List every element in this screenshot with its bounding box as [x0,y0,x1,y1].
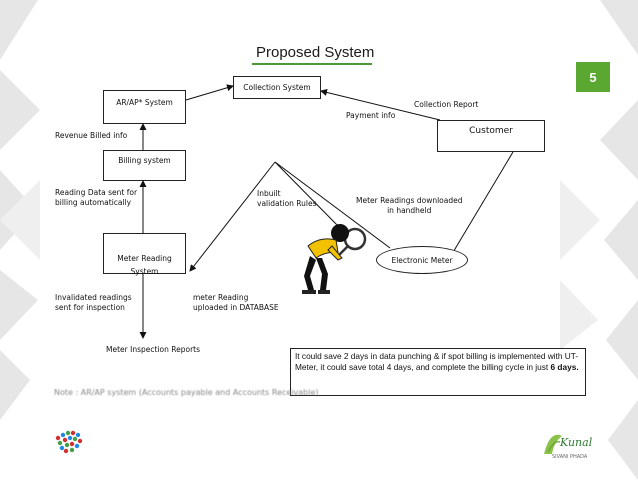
arrow-arap-to-collection [185,84,234,101]
line-customer-to-inspector [274,161,391,249]
meter-reading-system-box: Meter Reading System [103,233,186,276]
footnote: Note : AR/AP system (Accounts payable an… [54,388,319,397]
savings-callout: It could save 2 days in data punching & … [290,348,586,396]
line-meter-to-customer [451,151,514,255]
callout-emphasis: 6 days. [550,361,579,372]
customer-label: Customer [469,126,513,136]
right-logo-subtext: SIVANI PHADA [552,454,588,460]
label-invalidated-readings: Invalidated readings sent for inspection [55,293,132,312]
title-underline [252,63,372,65]
arrow-validation-to-meterreading [189,161,276,272]
right-logo-wordmark: Kunal [559,436,593,449]
label-payment-info: Payment info [346,111,396,120]
label-collection-report: Collection Report [414,100,479,109]
electronic-meter-label: Electronic Meter [391,256,453,265]
label-meter-reading-uploaded: meter Reading uploaded in DATABASE [193,293,279,312]
right-logo-icon: Kunal [544,434,593,454]
billing-system-label: Billing system [118,156,171,165]
customer-box: Customer [437,120,545,152]
arap-system-box: AR/AP* System [103,90,186,124]
label-revenue-billed: Revenue Billed info [55,131,128,140]
meter-reading-system-label: Meter Reading System [117,254,172,276]
arap-system-label: AR/AP* System [116,98,173,107]
label-inspection-reports: Meter Inspection Reports [106,345,200,354]
inspector-figure-icon [302,224,367,294]
label-reading-data-sent: Reading Data sent for billing automatica… [55,188,138,207]
line-inspector-to-rules [274,161,341,229]
billing-system-box: Billing system [103,150,186,181]
arrow-customer-to-collection [320,89,441,121]
electronic-meter-ellipse: Electronic Meter [376,246,468,274]
page-number-badge: 5 [576,62,610,92]
collection-system-box: Collection System [233,76,321,99]
left-logo-icon [55,430,83,454]
slide-title: Proposed System [256,44,375,61]
collection-system-label: Collection System [243,83,311,92]
label-inbuilt-validation: Inbuilt validation Rules [257,189,317,208]
label-meter-readings-downloaded: Meter Readings downloaded in handheld [356,196,463,215]
callout-text: It could save 2 days in data punching & … [295,351,579,372]
